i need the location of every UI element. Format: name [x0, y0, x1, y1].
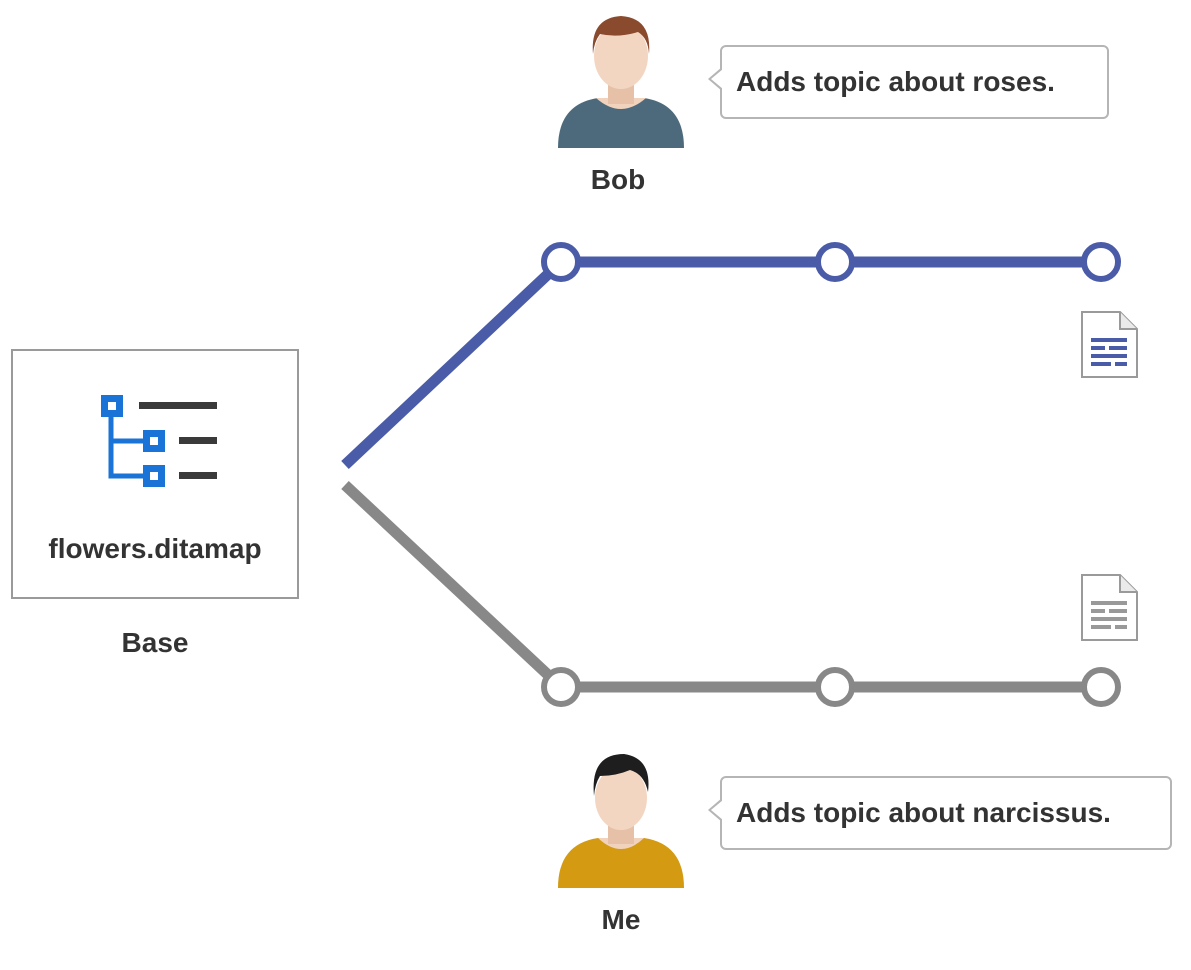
base-map-card[interactable]: flowers.ditamap — [11, 349, 299, 599]
bob-name: Bob — [590, 164, 646, 195]
bob-comment-bubble: Adds topic about roses. — [708, 45, 1109, 119]
bob-commit-node — [541, 242, 581, 282]
me-branch-line — [341, 480, 1102, 693]
me-commit-node — [541, 667, 581, 707]
bob-comment-text: Adds topic about roses. — [736, 66, 1055, 97]
ditamap-tree-icon — [101, 395, 217, 487]
me-avatar-icon — [558, 754, 684, 888]
me-comment-bubble: Adds topic about narcissus. — [708, 776, 1172, 850]
bob-branch-line — [341, 256, 1102, 470]
me-comment-text: Adds topic about narcissus. — [736, 797, 1111, 828]
me-commit-node — [815, 667, 855, 707]
me-topic-document-icon[interactable] — [1080, 573, 1140, 643]
bob-avatar-icon — [558, 16, 684, 148]
me-commit-node — [1081, 667, 1121, 707]
bob-commit-node — [1081, 242, 1121, 282]
bob-topic-document-icon[interactable] — [1080, 310, 1140, 380]
bob-commit-node — [815, 242, 855, 282]
base-label: Base — [121, 627, 189, 658]
me-name: Me — [601, 904, 641, 935]
map-file-name: flowers.ditamap — [48, 533, 262, 564]
